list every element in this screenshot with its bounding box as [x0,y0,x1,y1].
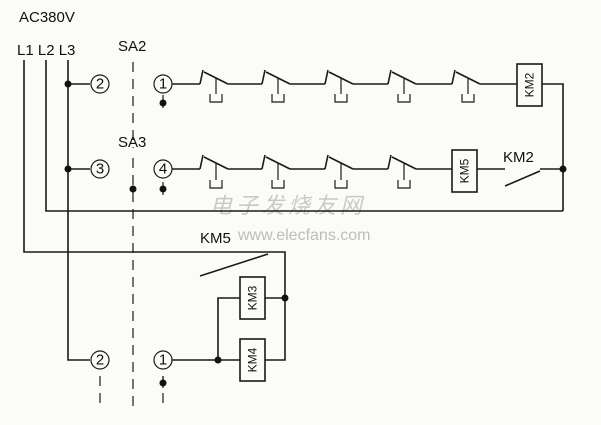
row1-left-terminal [90,74,110,94]
row2-right-number: 4 [159,161,167,178]
km2-interlock-contact [504,168,563,187]
stop-button-2-actuator [271,78,285,103]
l3-wire [67,60,90,361]
stop-button-3-actuator [334,78,348,103]
km5-contact-blade [199,253,269,277]
km5-coil-label: KM5 [458,158,472,183]
row2-left-terminal [90,159,110,179]
coil-return [265,297,286,361]
stop-button-3 [324,69,388,85]
watermark-text: 电子发烧友网 [210,194,366,219]
stop-button-2 [261,69,325,85]
watermark-url: www.elecfans.com [237,227,371,244]
row3-left-terminal [90,350,110,370]
row2-right-dot [159,185,167,193]
stop-button-6-actuator [209,163,223,189]
row2-left-number: 3 [96,161,104,178]
row1-stop-buttons [199,69,517,103]
km5-contact-label: KM5 [200,230,231,247]
phase-labels: L1 L2 L3 [17,42,75,59]
stop-button-4-actuator [397,78,411,103]
km3-branch [217,297,240,360]
stop-button-6 [199,154,262,170]
stop-button-8-actuator [334,163,348,189]
row1-junction [64,80,72,88]
stop-button-1-actuator [209,78,223,103]
km4-coil-label: KM4 [246,347,260,372]
km3-coil-label: KM3 [246,285,260,310]
stop-button-7-actuator [271,163,285,189]
stop-button-9 [387,154,452,170]
row3-right-dot [159,379,167,387]
stop-button-8 [324,154,388,170]
stop-button-7 [261,154,325,170]
stop-button-9-actuator [397,163,411,189]
sa3-contact-dot [129,185,137,193]
row3-left-number: 2 [96,352,104,369]
row1-right-number: 1 [159,76,167,93]
l2-wire [45,60,563,212]
km2-coil [516,63,543,107]
stop-button-5 [451,69,517,85]
coil-return-junction [281,294,289,302]
stop-button-4 [387,69,452,85]
row1-return [542,83,564,211]
stop-button-1 [199,69,262,85]
row1-right-dot [159,99,167,107]
sa3-label: SA3 [118,134,146,151]
row2-junction [64,165,72,173]
km2-contact-label: KM2 [503,149,534,166]
km2-coil-label: KM2 [523,72,537,97]
row2-return-junction [559,165,567,173]
supply-voltage-label: AC380V [19,9,75,26]
row3-right-number: 1 [159,352,167,369]
row2-stop-buttons [199,154,452,189]
stop-button-5-actuator [461,78,475,103]
row1-left-number: 2 [96,76,104,93]
km5-coil [451,149,478,193]
sa2-label: SA2 [118,38,146,55]
l1-wire [23,60,286,300]
watermark: 电子发烧友网 www.elecfans.com [210,194,371,244]
